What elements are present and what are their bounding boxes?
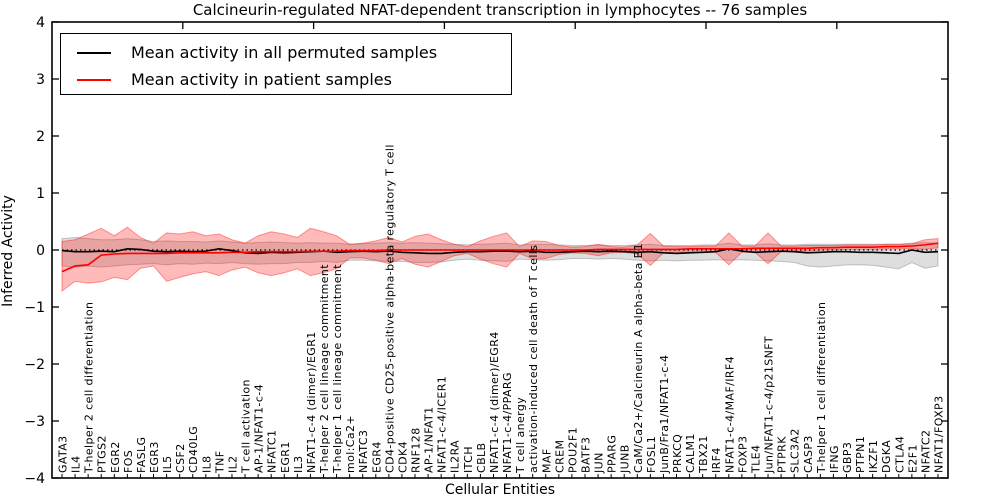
x-tick-label: NFAT1-c-4/ICER1 — [436, 376, 449, 473]
x-tick-label: IL2RA — [449, 440, 462, 473]
legend: Mean activity in all permuted samples Me… — [60, 33, 512, 95]
x-tick-label: CDK4 — [396, 441, 409, 473]
x-tick-label: GATA3 — [57, 435, 70, 473]
x-tick-label: PRKCQ — [671, 434, 684, 473]
x-tick-label: IL8 — [200, 455, 213, 473]
x-tick-label: T cell anergy — [514, 397, 527, 474]
y-tick-label: 0 — [36, 243, 45, 259]
x-tick-label: EGR2 — [109, 441, 122, 473]
legend-entry-label: Mean activity in all permuted samples — [131, 43, 438, 62]
x-tick-label: NFAT1/FOXP3 — [933, 396, 946, 474]
x-tick-label: FASLG — [135, 437, 148, 473]
patient-line-swatch — [77, 78, 111, 81]
permuted-line-swatch — [77, 51, 111, 54]
x-axis-label: Cellular Entities — [444, 482, 556, 498]
x-tick-label: T cell activation — [240, 379, 253, 474]
x-tick-label: T-helper 1 cell lineage commitment — [331, 264, 344, 474]
x-tick-label: TBX21 — [697, 435, 710, 474]
x-tick-label: NFAT1-c-4/PPARG — [501, 372, 514, 473]
x-tick-label: EGR3 — [148, 441, 161, 473]
y-tick-label: −4 — [24, 471, 45, 487]
legend-entry: Mean activity in patient samples — [77, 66, 511, 93]
x-tick-label: JunB/Fra1/NFAT1-c-4 — [658, 355, 671, 474]
legend-entry-label: Mean activity in patient samples — [131, 70, 392, 89]
x-tick-label: FOXP3 — [736, 436, 749, 473]
x-tick-label: NFAT1-c-4/MAF/IRF4 — [723, 356, 736, 473]
patient-std-band — [61, 226, 939, 293]
x-tick-label: EGR1 — [279, 441, 292, 473]
x-tick-label: IFNG — [828, 445, 841, 473]
x-tick-label: PTPN1 — [854, 436, 867, 473]
x-tick-label: IL3 — [292, 455, 305, 473]
x-tick-label: JUN — [593, 452, 606, 474]
x-tick-label: PTGS2 — [96, 435, 109, 473]
x-tick-label: IRF4 — [710, 447, 723, 473]
patient-mean-line — [61, 242, 939, 273]
x-tick-label: IL4 — [70, 455, 83, 473]
x-tick-label: POU2F1 — [566, 427, 579, 473]
x-tick-label: T-helper 2 cell differentiation — [83, 302, 96, 474]
x-tick-label: SLC3A2 — [789, 428, 802, 473]
x-tick-label: IL2 — [226, 455, 239, 473]
y-axis-label: Inferred Activity — [0, 195, 16, 307]
x-tick-label: NFATC1 — [266, 430, 279, 473]
y-tick-label: 1 — [36, 186, 45, 202]
y-tick-label: −1 — [24, 300, 45, 316]
x-tick-label: CD4-positive CD25-positive alpha-beta re… — [383, 144, 396, 473]
x-tick-label: TNF — [213, 451, 226, 474]
permuted-std-band — [61, 236, 939, 270]
x-tick-label: CTLA4 — [893, 436, 906, 473]
x-tick-label: CREM — [553, 440, 566, 473]
x-tick-label: IKZF1 — [867, 440, 880, 473]
x-tick-label: IL5 — [161, 455, 174, 473]
x-tick-label: NFAT1-c-4 (dimer)/EGR1 — [305, 331, 318, 473]
chart-title: Calcineurin-regulated NFAT-dependent tra… — [192, 1, 808, 19]
x-tick-label: CASP3 — [802, 435, 815, 473]
x-tick-label: mol:Ca2+ — [344, 415, 357, 473]
x-tick-label: DGKA — [880, 440, 893, 473]
x-tick-label: PTPRK — [776, 436, 789, 473]
x-tick-label: T-helper 2 cell lineage commitment — [318, 264, 331, 474]
x-tick-label: E2F1 — [906, 444, 919, 473]
x-tick-label: TLE4 — [749, 445, 762, 474]
x-tick-label: GBP3 — [841, 442, 854, 473]
x-tick-label: AP-1/NFAT1-c-4 — [253, 384, 266, 473]
legend-entry: Mean activity in all permuted samples — [77, 39, 511, 66]
x-tick-label: RNF128 — [410, 427, 423, 473]
x-tick-label: NFATC2 — [919, 430, 932, 473]
x-tick-label: PPARG — [606, 435, 619, 473]
x-tick-label: EGR4 — [370, 441, 383, 473]
x-tick-label: Jun/NFAT1-c-4/p21SNFT — [763, 336, 776, 474]
y-tick-label: 3 — [36, 72, 45, 88]
x-tick-label: AP-1/NFAT1 — [423, 406, 436, 473]
x-tick-label: FOSL1 — [645, 436, 658, 473]
x-tick-label: BATF3 — [579, 437, 592, 473]
x-tick-label: NFATC3 — [357, 430, 370, 473]
x-tick-label: CD40LG — [187, 426, 200, 473]
x-tick-label: ITCH — [462, 446, 475, 473]
x-tick-label: JUNB — [619, 444, 632, 474]
x-tick-label: CSF2 — [174, 443, 187, 473]
x-tick-label: CALM1 — [684, 433, 697, 473]
y-tick-label: −3 — [24, 414, 45, 430]
x-tick-label: CaM/Ca2+/Calcineurin A alpha-beta B1 — [632, 243, 645, 473]
y-tick-label: −2 — [24, 357, 45, 373]
y-tick-label: 4 — [36, 15, 45, 31]
x-tick-label: CBLB — [475, 442, 488, 473]
x-tick-label: T-helper 1 cell differentiation — [815, 302, 828, 474]
x-tick-label: NFAT1-c-4 (dimer)/EGR4 — [488, 331, 501, 473]
permuted-mean-line — [61, 248, 939, 255]
y-tick-label: 2 — [36, 129, 45, 145]
x-tick-label: activation-induced cell death of T cells — [527, 245, 540, 473]
x-tick-label: MAF — [540, 448, 553, 473]
x-tick-label: FOS — [122, 450, 135, 473]
